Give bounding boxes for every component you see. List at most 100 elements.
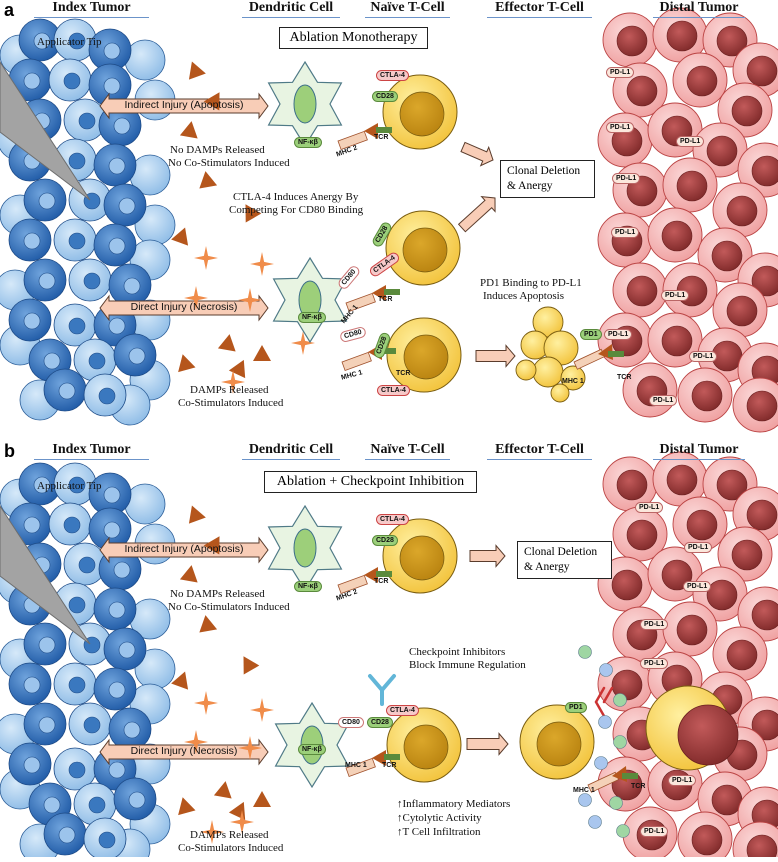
b1-mhc — [337, 574, 368, 594]
b-cytokine-dot-7 — [588, 815, 602, 829]
b-costim-star-1 — [250, 698, 274, 722]
b-distal-nucleus-2 — [716, 469, 748, 501]
a-tumor-nucleus-26 — [128, 347, 146, 365]
no-damps-label-a: No DAMPs Released — [170, 144, 265, 156]
tcr-label-a4: TCR — [617, 374, 632, 381]
a-tumor-nucleus-14 — [118, 197, 136, 215]
indirect-injury-arrow-b — [99, 536, 269, 564]
pd1-note-1: PD1 Binding to PD-L1 — [480, 277, 582, 289]
a-damp-triangle-6 — [217, 334, 236, 352]
a-tumor-nucleus-22 — [68, 317, 86, 335]
clonal-deletion-box-a: Clonal Deletion & Anergy — [500, 160, 595, 198]
inflammatory-note-3: ↑T Cell Infiltration — [397, 826, 481, 838]
header-naive-t-cell-a: Naïve T-Cell — [365, 0, 450, 18]
a-tumor-nucleus-5 — [103, 77, 121, 95]
b2-tcell-nucleus — [403, 724, 449, 770]
nfkb-tag-a1: NF-κβ — [294, 137, 322, 148]
tcr-label-a3: TCR — [396, 370, 411, 377]
a-tumor-nucleus-16 — [68, 232, 86, 250]
b-cytokine-dot-2 — [613, 693, 627, 707]
a-damp-triangle-9 — [253, 345, 271, 361]
a-apoptotic-bleb-5 — [515, 359, 537, 381]
ctla4-tag-b2: CTLA-4 — [386, 705, 419, 716]
panel-a-graphics — [0, 7, 778, 433]
b-tumor-nucleus-25 — [88, 796, 106, 814]
b-damp-triangle-3 — [199, 615, 218, 633]
b-tumor-nucleus-4 — [63, 516, 81, 534]
costim-label-a: Co-Stimulators Induced — [178, 397, 284, 409]
direct-injury-label-a: Direct Injury (Necrosis) — [130, 301, 238, 313]
a-tumor-nucleus-1 — [68, 32, 86, 50]
b-tumor-nucleus-18 — [38, 716, 56, 734]
a-tumor-nucleus-11 — [108, 157, 126, 175]
pdl1-tag-b2: PD-L1 — [684, 542, 713, 553]
a-costim-star-2 — [184, 286, 208, 310]
b-tumor-nucleus-3 — [23, 516, 41, 534]
no-damps-label-b: No DAMPs Released — [170, 588, 265, 600]
cd28-tag-b1: CD28 — [372, 535, 398, 546]
b-cytokine-dot-6 — [609, 796, 623, 810]
pd1-tag-a: PD1 — [580, 329, 602, 340]
a2-tcell-nucleus — [402, 227, 448, 273]
panel-a-letter: a — [4, 0, 15, 20]
a-distal-nucleus-26 — [691, 380, 723, 412]
a-tumor-nucleus-20 — [123, 277, 141, 295]
tcr-label-b2: TCR — [382, 762, 397, 769]
pdl1-tag-b6: PD-L1 — [668, 775, 697, 786]
b-cytokine-dot-4 — [613, 735, 627, 749]
b-damp-triangle-1 — [203, 536, 220, 555]
pdl1-tag-a5: PD-L1 — [611, 227, 640, 238]
mhc-label-b2: MHC 1 — [345, 762, 367, 769]
a-distal-nucleus-4 — [626, 75, 658, 107]
header-effector-t-cell-a: Effector T-Cell — [487, 0, 592, 18]
b-tumor-nucleus-11 — [108, 601, 126, 619]
a-distal-nucleus-0 — [616, 25, 648, 57]
a-tumor-nucleus-28 — [98, 387, 116, 405]
a-tumor-nucleus-25 — [88, 352, 106, 370]
a-effector-mhc — [573, 348, 606, 370]
b-damp-triangle-8 — [228, 801, 246, 821]
b-tumor-nucleus-8 — [113, 561, 131, 579]
b1-tcell-nucleus — [399, 535, 445, 581]
a-tumor-nucleus-19 — [83, 272, 101, 290]
b-distal-nucleus-0 — [616, 469, 648, 501]
header-dendritic-cell-b: Dendritic Cell — [242, 442, 340, 460]
applicator-tip-label-a: Applicator Tip — [37, 36, 102, 48]
b-tumor-nucleus-12 — [38, 636, 56, 654]
b-tumor-nucleus-23 — [108, 761, 126, 779]
b-costim-star-3 — [238, 736, 262, 760]
pdl1-tag-a8: PD-L1 — [649, 395, 678, 406]
nfkb-tag-b1: NF-κβ — [294, 581, 322, 592]
b-tumor-nucleus-7 — [78, 556, 96, 574]
b-distal-nucleus-27 — [746, 834, 778, 862]
b-distal-nucleus-12 — [676, 614, 708, 646]
b-distal-nucleus-23 — [711, 784, 743, 816]
b-damp-triangle-9 — [253, 791, 271, 807]
header-index-tumor-b: Index Tumor — [34, 442, 149, 460]
pdl1-tag-a3: PD-L1 — [676, 136, 705, 147]
b-tumor-nucleus-28 — [98, 831, 116, 849]
a-damp-triangle-2 — [179, 121, 198, 139]
applicator-tip-label-b: Applicator Tip — [37, 480, 102, 492]
a-distal-nucleus-16 — [711, 240, 743, 272]
a-tumor-nucleus-8 — [113, 117, 131, 135]
a-costim-star-3 — [238, 288, 262, 312]
pdl1-tag-a-bind: PD-L1 — [604, 329, 633, 340]
clonal-deletion-line-1: Clonal Deletion — [507, 165, 581, 177]
a1-dendritic-nucleus — [293, 84, 317, 124]
b-cytokine-dot-9 — [578, 793, 592, 807]
arrow-to-clonal-b — [469, 544, 506, 568]
a-apoptotic-bleb-4 — [560, 365, 586, 391]
a2-mhc — [345, 292, 376, 312]
a3-tcr-bar — [380, 348, 396, 354]
a-distal-nucleus-20 — [726, 295, 758, 327]
a-distal-nucleus-1 — [666, 20, 698, 52]
a-damp-triangle-5 — [245, 204, 262, 223]
a-tumor-nucleus-12 — [38, 192, 56, 210]
header-naive-t-cell-b: Naïve T-Cell — [365, 442, 450, 460]
tcr-label-b1: TCR — [374, 578, 389, 585]
a-distal-nucleus-12 — [676, 170, 708, 202]
inflammatory-note-2: ↑Cytolytic Activity — [397, 812, 482, 824]
pdl1-tag-a6: PD-L1 — [661, 290, 690, 301]
